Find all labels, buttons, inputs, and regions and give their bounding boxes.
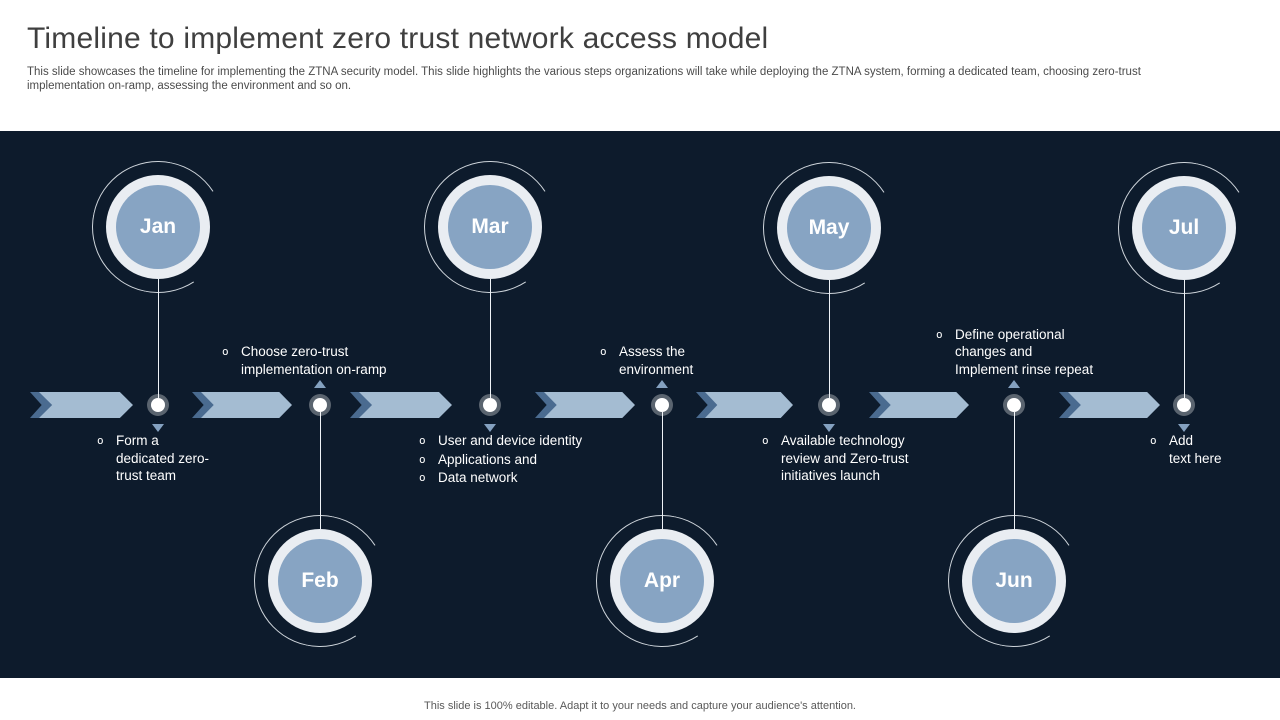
bullet-marker: o [936, 327, 943, 341]
connector-line [320, 412, 321, 529]
slide-footer: This slide is 100% editable. Adapt it to… [0, 700, 1280, 712]
timeline-arrow [535, 392, 635, 418]
footer-note: This slide is 100% editable. Adapt it to… [424, 700, 856, 712]
connector-line [1014, 412, 1015, 529]
bullet-marker: o [419, 452, 426, 466]
timeline-dot [655, 398, 669, 412]
month-label: Apr [643, 569, 681, 592]
timeline-dot [483, 398, 497, 412]
bullet-text: Applications and [438, 451, 538, 467]
pointer-up-icon [314, 380, 326, 388]
bullet-marker: o [419, 471, 426, 484]
milestone-callout: o User and device identity o Application… [419, 432, 619, 488]
bullet-marker: o [762, 434, 769, 447]
pointer-up-icon [656, 380, 668, 388]
timeline-dot [313, 398, 327, 412]
milestone-callout: o Add text here [1150, 432, 1260, 468]
connector-line [158, 279, 159, 398]
slide-header: Timeline to implement zero trust network… [27, 22, 1207, 93]
month-label: Jun [995, 569, 1033, 592]
month-circle: Jun [962, 529, 1066, 633]
month-label: Mar [471, 215, 509, 238]
bullet-marker: o [222, 345, 229, 358]
month-circle: Apr [610, 529, 714, 633]
bullet-item: o Assess the environment [600, 343, 740, 378]
bullet-item: o Define operational changes and Impleme… [936, 326, 1141, 379]
timeline-dot [1177, 398, 1191, 412]
bullet-item: o Applications and [419, 451, 619, 469]
milestone-callout: o Form a dedicated zero- trust team [97, 432, 247, 486]
timeline-dot [822, 398, 836, 412]
timeline-arrow [350, 392, 452, 418]
timeline-dot [1007, 398, 1021, 412]
month-label: Jul [1168, 216, 1200, 239]
slide-subtitle: This slide showcases the timeline for im… [27, 66, 1141, 92]
month-label: Feb [301, 569, 339, 592]
bullet-text: Available technology review and Zero-tru… [781, 433, 909, 483]
month-label: May [808, 216, 850, 239]
month-circle: Feb [268, 529, 372, 633]
pointer-down-icon [1178, 424, 1190, 432]
milestone-callout: o Define operational changes and Impleme… [936, 326, 1141, 380]
month-circle: Jan [106, 175, 210, 279]
milestone-callout: o Available technology review and Zero-t… [762, 432, 942, 486]
month-circle: May [777, 176, 881, 280]
pointer-down-icon [152, 424, 164, 432]
bullet-item: o Available technology review and Zero-t… [762, 432, 942, 485]
month-circle: Jul [1132, 176, 1236, 280]
timeline-arrow [696, 392, 793, 418]
timeline-arrow [192, 392, 292, 418]
bullet-marker: o [419, 434, 426, 447]
bullet-item: o Add text here [1150, 432, 1260, 467]
timeline-dot [151, 398, 165, 412]
bullet-item: o Choose zero-trust implementation on-ra… [222, 343, 417, 378]
bullet-text: Assess the environment [619, 344, 694, 377]
timeline-arrow [30, 392, 133, 418]
pointer-down-icon [484, 424, 496, 432]
timeline-arrow [869, 392, 969, 418]
connector-line [662, 412, 663, 529]
milestone-callout: o Choose zero-trust implementation on-ra… [222, 343, 417, 379]
bullet-text: Define operational changes and Implement… [955, 326, 1094, 377]
bullet-text: Choose zero-trust implementation on-ramp [241, 344, 387, 377]
bullet-text: Data network [438, 470, 518, 485]
month-circle: Mar [438, 175, 542, 279]
connector-line [829, 280, 830, 398]
bullet-text: User and device identity [438, 433, 583, 448]
connector-line [490, 279, 491, 398]
bullet-item: o User and device identity [419, 432, 619, 450]
timeline-arrow [1059, 392, 1160, 418]
bullet-item: o Form a dedicated zero- trust team [97, 432, 247, 485]
pointer-down-icon [823, 424, 835, 432]
bullet-marker: o [1150, 434, 1157, 447]
pointer-up-icon [1008, 380, 1020, 388]
bullet-text: Add text here [1169, 433, 1222, 466]
bullet-marker: o [600, 345, 607, 358]
month-label: Jan [139, 215, 177, 238]
connector-line [1184, 280, 1185, 398]
bullet-item: o Data network [419, 469, 619, 487]
milestone-callout: o Assess the environment [600, 343, 740, 379]
bullet-text: Form a dedicated zero- trust team [116, 433, 210, 483]
page-title: Timeline to implement zero trust network… [27, 22, 769, 55]
bullet-marker: o [97, 434, 104, 447]
